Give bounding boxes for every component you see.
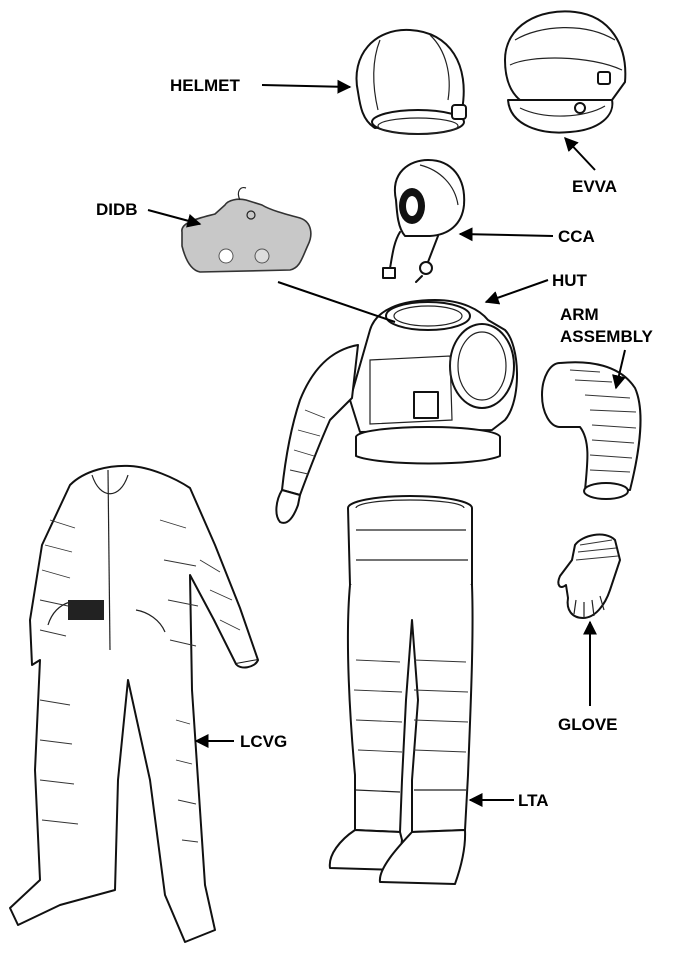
didb-drawing [182, 188, 311, 272]
cca-drawing [383, 160, 464, 282]
hut-label: HUT [552, 271, 588, 290]
lcvg-label: LCVG [240, 732, 287, 751]
arm-assembly-label-line1: ARM [560, 305, 599, 324]
helmet-drawing [357, 30, 466, 134]
evva-label: EVVA [572, 177, 617, 196]
glove-label: GLOVE [558, 715, 618, 734]
hut-drawing [276, 300, 517, 523]
didb-pointer-arrow [148, 210, 200, 224]
helmet-pointer-arrow [262, 85, 350, 87]
arm-assembly-drawing [542, 362, 640, 499]
didb-to-hut-line [278, 282, 395, 322]
cca-label: CCA [558, 227, 595, 246]
cca-pointer-arrow [460, 234, 553, 236]
lcvg-drawing [10, 466, 258, 942]
arm-assembly-label-line2: ASSEMBLY [560, 327, 654, 346]
glove-drawing [558, 535, 620, 618]
lta-drawing [330, 496, 473, 884]
hut-pointer-arrow [486, 280, 548, 302]
lta-label: LTA [518, 791, 549, 810]
evva-pointer-arrow [565, 138, 595, 170]
didb-label: DIDB [96, 200, 138, 219]
evva-drawing [505, 11, 625, 132]
helmet-label: HELMET [170, 76, 241, 95]
